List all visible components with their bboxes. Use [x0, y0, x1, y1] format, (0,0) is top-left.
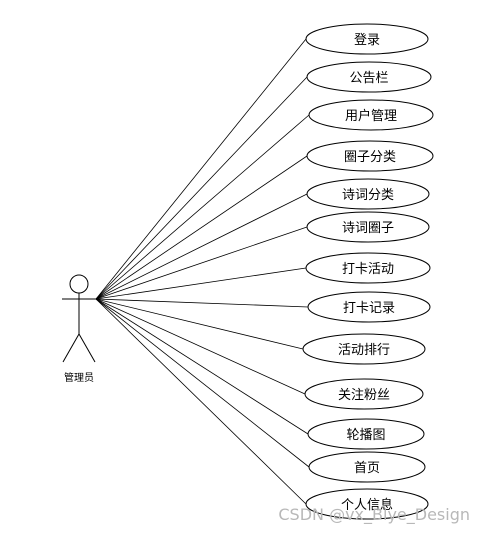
use-case-checkin-record: [307, 291, 431, 323]
association-line-poem-circle: [95, 226, 308, 300]
use-case-personal-info: [305, 488, 429, 520]
use-case-label-home: 首页: [354, 461, 380, 476]
use-case-circle-category: [306, 140, 434, 172]
use-case-poem-category: [306, 178, 430, 210]
actor-figure: 管理员: [62, 274, 96, 384]
actor-label: 管理员: [64, 371, 94, 384]
association-line-circle-category: [95, 155, 308, 300]
association-line-poem-category: [95, 193, 308, 300]
use-case-poem-circle: [306, 211, 430, 243]
use-case-label-poem-category: 诗词分类: [342, 188, 394, 203]
association-line-home: [95, 298, 310, 468]
association-line-activity-ranking: [95, 298, 304, 350]
use-case-group: 登录公告栏用户管理圈子分类诗词分类诗词圈子打卡活动打卡记录活动排行关注粉丝轮播图…: [302, 23, 434, 520]
actor-right-leg: [78, 333, 96, 363]
actor-left-leg: [62, 333, 80, 363]
use-case-label-checkin-activity: 打卡活动: [342, 262, 394, 277]
actor-head: [69, 274, 89, 294]
association-line-follow-fans: [95, 298, 306, 395]
use-case-checkin-activity: [305, 252, 431, 284]
association-line-checkin-activity: [95, 267, 307, 300]
use-case-follow-fans: [304, 378, 424, 410]
use-case-login: [305, 23, 429, 55]
use-case-user-management: [308, 99, 434, 131]
association-lines: [95, 38, 310, 505]
association-line-checkin-record: [95, 298, 309, 308]
use-case-label-activity-ranking: 活动排行: [338, 343, 390, 358]
association-line-user-management: [95, 114, 310, 300]
use-case-activity-ranking: [302, 333, 426, 365]
association-line-personal-info: [95, 298, 307, 505]
use-case-label-carousel: 轮播图: [346, 428, 385, 443]
watermark: CSDN @vx_Blye_Design: [278, 505, 470, 525]
use-case-carousel: [307, 418, 425, 450]
use-case-label-login: 登录: [354, 33, 380, 48]
association-line-carousel: [95, 298, 309, 435]
use-case-label-notice-board: 公告栏: [349, 71, 388, 86]
use-case-label-follow-fans: 关注粉丝: [338, 388, 390, 403]
use-case-notice-board: [306, 61, 432, 93]
use-case-home: [308, 451, 426, 483]
association-line-notice-board: [95, 76, 308, 300]
use-case-label-checkin-record: 打卡记录: [343, 301, 395, 316]
use-case-label-personal-info: 个人信息: [341, 497, 393, 513]
use-case-label-user-management: 用户管理: [345, 108, 397, 124]
use-case-label-poem-circle: 诗词圈子: [342, 221, 394, 236]
use-case-label-circle-category: 圈子分类: [344, 150, 396, 165]
association-line-login: [95, 38, 307, 300]
